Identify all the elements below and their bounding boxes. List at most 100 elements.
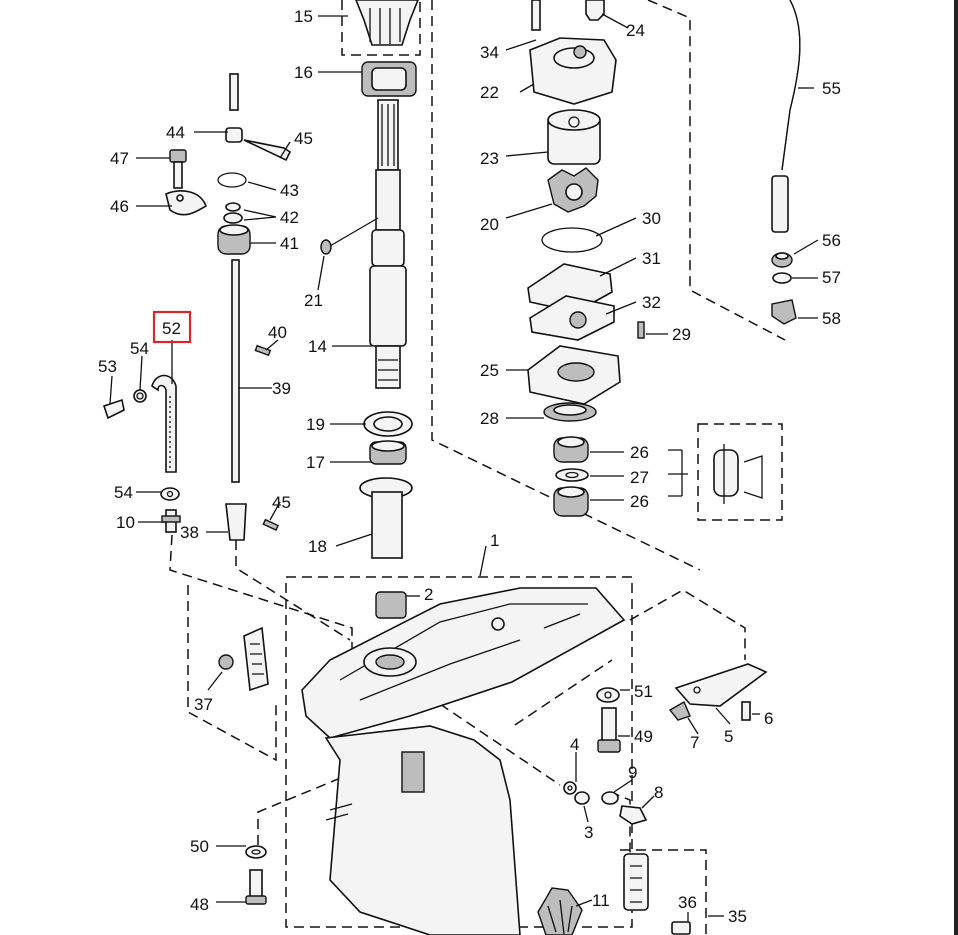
tube-55	[771, 175, 789, 233]
clip-45	[243, 139, 292, 162]
callout-42: 42	[280, 208, 299, 227]
callout-50: 50	[190, 837, 209, 856]
callout-43: 43	[280, 181, 299, 200]
callout-28: 28	[480, 409, 499, 428]
callout-2: 2	[424, 585, 433, 604]
washer-27	[555, 468, 589, 482]
callout-7: 7	[690, 733, 699, 752]
callout-1: 1	[490, 531, 499, 550]
callout-27: 27	[630, 468, 649, 487]
callout-48: 48	[190, 895, 209, 914]
callout-6: 6	[764, 709, 773, 728]
grommet-56	[771, 252, 793, 268]
bushing-2	[375, 591, 407, 619]
callout-37: 37	[194, 695, 213, 714]
bearing-26a	[553, 436, 589, 463]
washer-42a	[225, 202, 241, 212]
pin-29	[637, 321, 645, 339]
water-tube-group	[771, 0, 801, 325]
callout-26a: 26	[630, 443, 649, 462]
washer-42b	[223, 212, 243, 224]
casing-top-1	[301, 587, 626, 739]
plug-3	[574, 791, 590, 805]
callout-55: 55	[822, 79, 841, 98]
callout-8: 8	[654, 783, 663, 802]
callout-15: 15	[294, 7, 313, 26]
callout-54b: 54	[114, 483, 133, 502]
leader-lines	[109, 13, 819, 922]
bolt-49	[597, 707, 621, 753]
coupling-44	[225, 127, 243, 143]
pump-base-25	[527, 345, 621, 405]
callout-57: 57	[822, 268, 841, 287]
callout-58: 58	[822, 309, 841, 328]
callout-51: 51	[634, 682, 653, 701]
callout-14: 14	[308, 337, 327, 356]
callout-11: 11	[592, 891, 610, 910]
anode-37-plate	[243, 626, 269, 692]
shift-cam-38	[225, 503, 247, 541]
seal-57	[772, 272, 792, 284]
bearing-17	[369, 440, 407, 465]
shim-51	[596, 687, 620, 703]
fitting-10	[161, 509, 181, 533]
callout-54a: 54	[130, 339, 149, 358]
drive-shaft-group	[320, 0, 419, 619]
bolt-48	[245, 869, 267, 905]
callout-10: 10	[116, 513, 135, 532]
callout-34: 34	[480, 43, 499, 62]
sleeve-18	[359, 477, 413, 559]
drive-shaft-14	[369, 99, 407, 389]
callout-20: 20	[480, 215, 499, 234]
callout-19: 19	[306, 415, 325, 434]
water-pump-group	[527, 0, 763, 517]
callout-45a: 45	[294, 129, 313, 148]
shift-rod-39	[231, 259, 240, 483]
rod-top	[229, 73, 239, 111]
callout-16: 16	[294, 63, 313, 82]
bearing-26b	[553, 486, 589, 517]
clip-54b	[160, 487, 180, 501]
callout-41: 41	[280, 234, 299, 253]
callout-38: 38	[180, 523, 199, 542]
callout-5: 5	[724, 727, 733, 746]
impeller-20	[547, 167, 599, 213]
hose-group	[102, 374, 181, 533]
callout-18: 18	[308, 537, 327, 556]
callout-4: 4	[570, 735, 579, 754]
casing-body	[324, 725, 521, 935]
pinion-gear-11	[537, 887, 583, 935]
callout-29: 29	[672, 325, 691, 344]
bolt-36	[671, 921, 691, 935]
callout-17: 17	[306, 453, 325, 472]
callout-9: 9	[628, 763, 637, 782]
lower-casing-group	[301, 587, 626, 935]
callout-32: 32	[642, 293, 661, 312]
callout-30: 30	[642, 209, 661, 228]
highlight-box-52[interactable]	[152, 310, 192, 344]
insert-23	[547, 109, 601, 165]
callout-22: 22	[480, 83, 499, 102]
callout-47: 47	[110, 149, 129, 168]
bolt-34	[531, 0, 541, 31]
gasket-31	[527, 263, 613, 313]
seal-28	[543, 402, 597, 422]
grommet-24	[585, 0, 605, 21]
grommet-58	[771, 299, 797, 325]
casing-window	[401, 751, 425, 793]
screw-6	[741, 701, 751, 721]
callout-3: 3	[584, 823, 593, 842]
bolt-47	[169, 149, 187, 189]
seal-50	[245, 845, 267, 859]
callout-52: 52	[162, 319, 181, 338]
washer-4	[563, 781, 577, 795]
callout-26b: 26	[630, 492, 649, 511]
pin-40	[254, 344, 272, 357]
callout-46: 46	[110, 197, 129, 216]
pin-45b	[262, 518, 280, 532]
washer-9	[601, 791, 619, 805]
anode-35	[623, 853, 649, 911]
callout-53: 53	[98, 357, 117, 376]
oring-30	[541, 227, 603, 253]
